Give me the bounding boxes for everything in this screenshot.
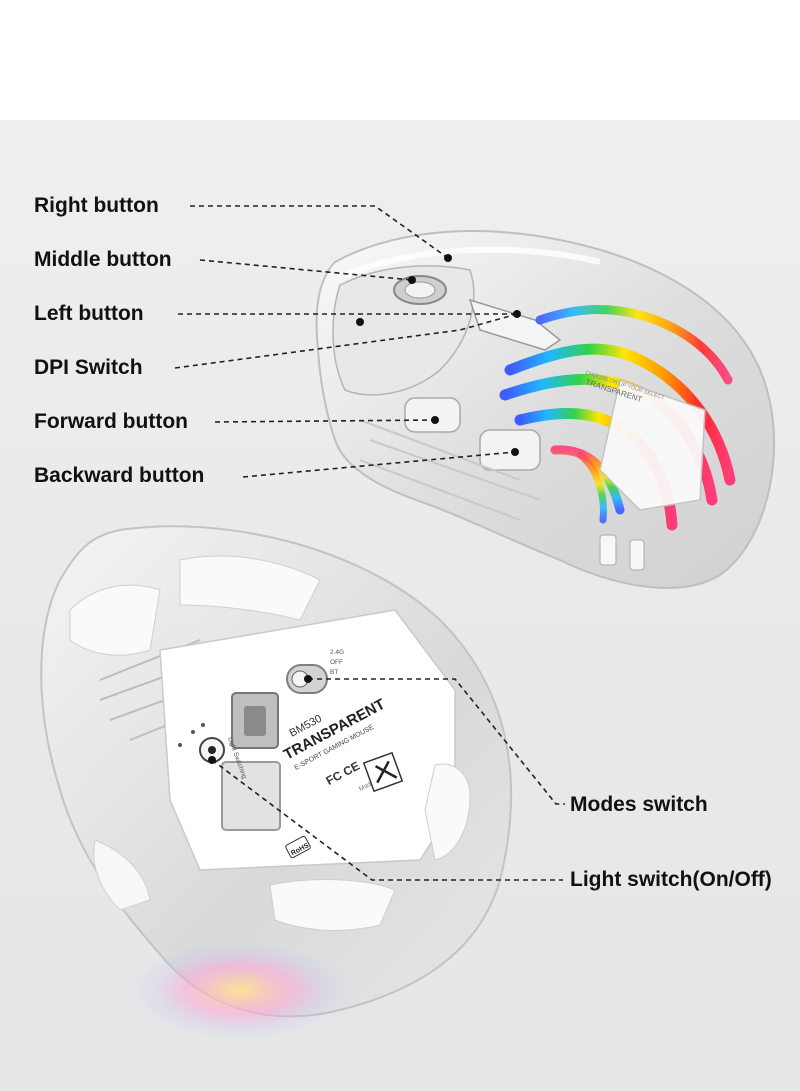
label-dpi-switch: DPI Switch [34, 356, 143, 379]
top-mouse: TRANSPARENT CHOOSE OR UP YOUR SELECT [315, 230, 776, 589]
leader-dots [208, 254, 521, 764]
mode-label-off: OFF [330, 659, 343, 666]
label-middle-button: Middle button [34, 248, 172, 271]
label-forward-button: Forward button [34, 410, 188, 433]
label-right-button: Right button [34, 194, 159, 217]
bottom-mouse: 2.4G OFF BT Light Switching BM530 TRANSP… [40, 525, 513, 1040]
label-modes-switch: Modes switch [570, 793, 708, 816]
mode-label-bt: BT [330, 669, 338, 676]
mode-label-24g: 2.4G [330, 649, 344, 656]
product-photo-area: TRANSPARENT CHOOSE OR UP YOUR SELECT [0, 120, 800, 1091]
label-backward-button: Backward button [34, 464, 205, 487]
mouse-illustration: TRANSPARENT CHOOSE OR UP YOUR SELECT [40, 205, 776, 1040]
label-light-switch: Light switch(On/Off) [570, 868, 772, 891]
label-left-button: Left button [34, 302, 144, 325]
leader-lines [174, 205, 565, 881]
